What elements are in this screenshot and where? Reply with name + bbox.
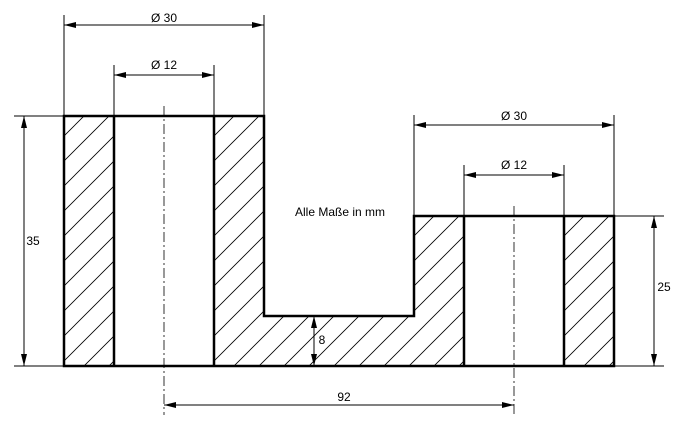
dim-right-inner-diameter: Ø 12 — [501, 158, 527, 172]
dim-base-thickness: 8 — [319, 333, 326, 347]
dimension-lines — [21, 22, 657, 408]
dim-left-outer-diameter: Ø 30 — [151, 11, 177, 25]
units-note: Alle Maße in mm — [295, 205, 385, 219]
dim-left-inner-diameter: Ø 12 — [151, 58, 177, 72]
section-hatching — [64, 116, 614, 366]
dim-center-distance: 92 — [337, 390, 351, 404]
dim-left-height: 35 — [26, 234, 40, 248]
dim-right-height: 25 — [657, 280, 671, 294]
center-lines — [163, 106, 515, 415]
dim-right-outer-diameter: Ø 30 — [501, 109, 527, 123]
